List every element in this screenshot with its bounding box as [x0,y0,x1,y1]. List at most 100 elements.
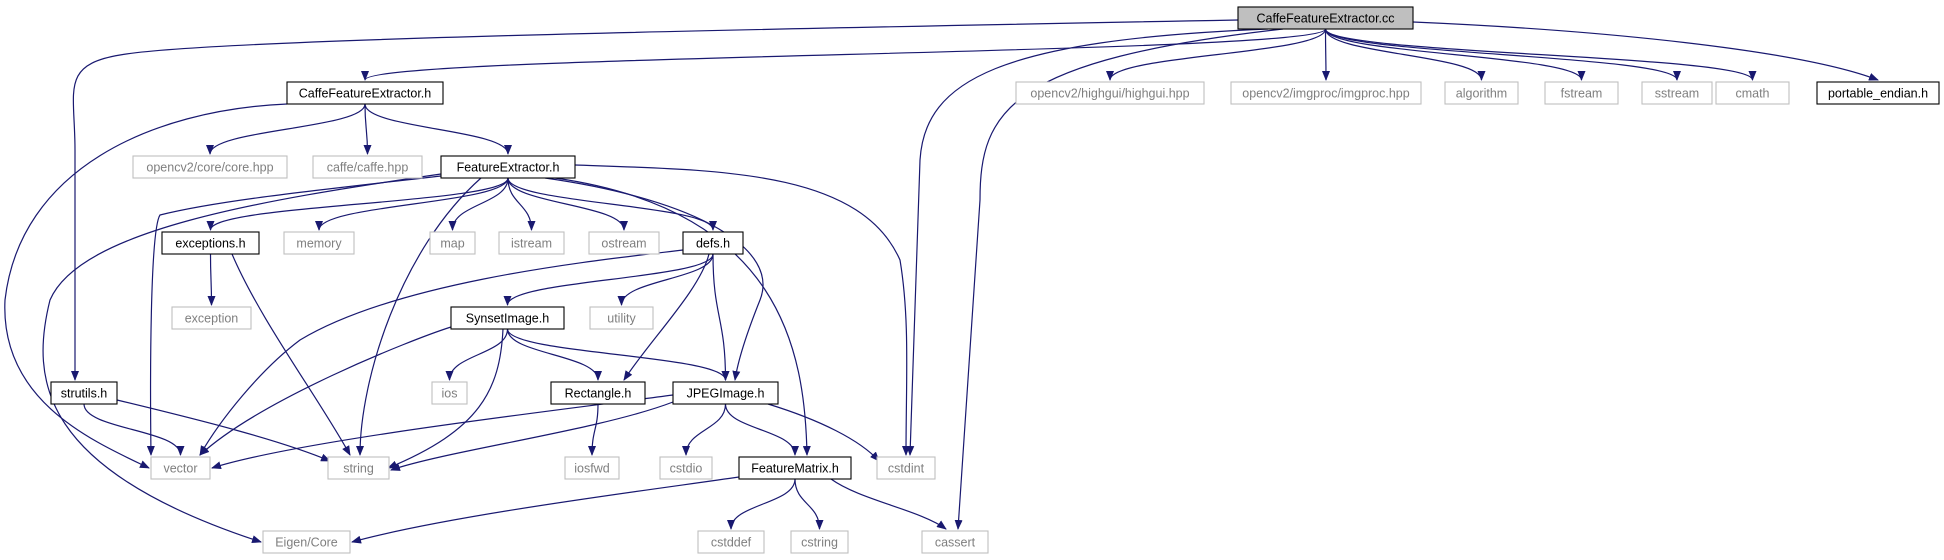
node-label: opencv2/core/core.hpp [146,161,273,175]
edge-fm-to-cstddef [727,478,796,530]
node-box [286,81,444,105]
node-label: cstdio [670,462,703,476]
edge-defs-to-rect [623,253,710,381]
node-label: cstdint [888,462,925,476]
edge-root-to-alg [1324,28,1486,81]
edges-layer [4,19,1879,544]
node-label: Rectangle.h [565,387,632,401]
edge-jpeg-to-str [390,401,674,471]
node-cm: cmath [1715,81,1790,105]
node-label: portable_endian.h [1828,87,1928,101]
node-fm[interactable]: FeatureMatrix.h [738,456,852,480]
edge-root-to-cfeh [361,28,1327,81]
node-label: Eigen/Core [275,536,338,550]
node-label: utility [607,312,636,326]
edge-cfeh-to-feh [364,103,512,155]
node-box [283,231,355,255]
node-label: memory [296,237,342,251]
node-label: fstream [1561,87,1603,101]
node-label: JPEGImage.h [687,387,765,401]
edge-root-to-fs [1324,28,1586,81]
edge-syn-to-vec [199,326,452,456]
edge-defs-to-util [617,253,714,306]
node-label: algorithm [1456,87,1507,101]
edge-defs-to-syn [503,253,714,306]
node-ip: opencv2/imgproc/imgproc.hpp [1230,81,1422,105]
edge-root-to-cstdint [906,28,1269,456]
node-iosfwd: iosfwd [564,456,620,480]
node-box [312,155,423,179]
node-box [790,530,849,554]
node-label: defs.h [696,237,730,251]
node-box [921,530,989,554]
edge-feh-to-ist [507,177,536,231]
node-box [1444,81,1519,105]
node-box [876,456,936,480]
node-pe[interactable]: portable_endian.h [1816,81,1940,105]
node-label: cmath [1735,87,1769,101]
node-cstring: cstring [790,530,849,554]
node-box [450,306,565,330]
node-box [161,231,260,255]
edge-feh-to-jpeg [544,177,764,381]
edge-feh-to-cstdint [574,164,911,456]
node-box [1641,81,1713,105]
node-exc[interactable]: exceptions.h [161,231,260,255]
edge-rect-to-iosfwd [588,403,599,456]
edge-root-to-ip [1321,28,1330,81]
node-box [672,381,779,405]
node-cstddef: cstddef [697,530,765,554]
node-caffe: caffe/caffe.hpp [312,155,423,179]
node-ios: ios [431,381,468,405]
edge-syn-to-jpeg [506,328,730,381]
edge-root-to-pe [1412,21,1879,81]
node-box [697,530,765,554]
node-box [132,155,288,179]
edge-jpeg-to-fm [724,403,799,456]
node-cassert: cassert [921,530,989,554]
node-alg: algorithm [1444,81,1519,105]
node-label: string [343,462,374,476]
nodes-layer: CaffeFeatureExtractor.ccCaffeFeatureExtr… [50,6,1940,554]
node-label: iosfwd [574,462,609,476]
node-label: SynsetImage.h [466,312,549,326]
edge-defs-to-vec [199,249,684,456]
node-label: vector [163,462,197,476]
node-label: exception [185,312,239,326]
node-cstdint: cstdint [876,456,936,480]
node-str: string [327,456,390,480]
node-feh[interactable]: FeatureExtractor.h [440,155,576,179]
node-box [1715,81,1790,105]
node-label: CaffeFeatureExtractor.h [299,87,432,101]
node-fs: fstream [1544,81,1619,105]
node-label: sstream [1655,87,1699,101]
node-box [50,381,118,405]
node-cfeh[interactable]: CaffeFeatureExtractor.h [286,81,444,105]
node-label: CaffeFeatureExtractor.cc [1256,12,1394,26]
node-defs[interactable]: defs.h [682,231,744,255]
edge-root-to-hg [1106,28,1327,81]
node-map: map [429,231,476,255]
edge-fm-to-cassert [830,478,947,530]
node-box [1237,6,1414,30]
edge-syn-to-rect [506,328,602,381]
node-rect[interactable]: Rectangle.h [550,381,646,405]
node-jpeg[interactable]: JPEGImage.h [672,381,779,405]
node-label: opencv2/imgproc/imgproc.hpp [1242,87,1409,101]
node-root[interactable]: CaffeFeatureExtractor.cc [1237,6,1414,30]
node-box [327,456,390,480]
node-label: cstddef [711,536,752,550]
edge-jpeg-to-cstdio [682,403,727,456]
edge-feh-to-eigen [42,173,442,544]
edge-root-to-cm [1324,28,1757,81]
edge-exc-to-exn [207,253,216,306]
node-syn[interactable]: SynsetImage.h [450,306,565,330]
node-exn: exception [171,306,252,330]
node-stru[interactable]: strutils.h [50,381,118,405]
node-ist: istream [498,231,565,255]
edge-feh-to-mem [315,177,509,231]
node-box [440,155,576,179]
edge-root-to-ss [1324,28,1681,81]
node-eigen: Eigen/Core [262,530,351,554]
